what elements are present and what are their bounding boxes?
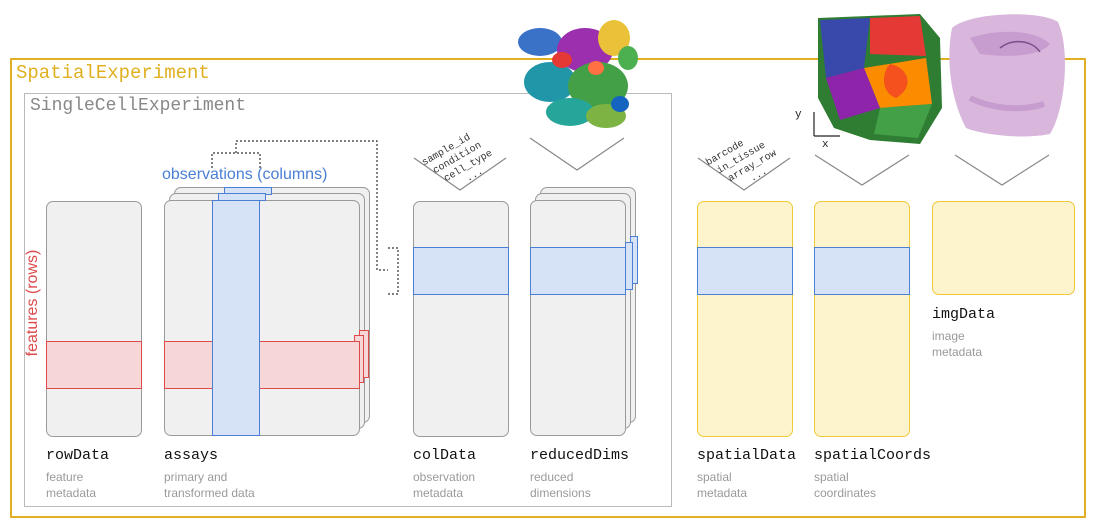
rowdata-box bbox=[46, 201, 142, 437]
spatialdata-box bbox=[697, 201, 793, 437]
observations-columns-label: observations (columns) bbox=[162, 166, 328, 183]
assays-desc: primary and transformed data bbox=[164, 470, 255, 500]
spatialcoords-observation-band bbox=[814, 247, 910, 295]
reduceddims-desc: reduced dimensions bbox=[530, 470, 591, 500]
spatialcoords-desc: spatial coordinates bbox=[814, 470, 877, 500]
umap-image bbox=[510, 12, 640, 136]
tissue-image bbox=[940, 8, 1070, 140]
spatialdata-name: spatialData bbox=[697, 447, 797, 464]
reduceddims-box-front bbox=[530, 200, 626, 436]
spatialcoords-box bbox=[814, 201, 910, 437]
single-cell-experiment-title: SingleCellExperiment bbox=[30, 96, 247, 116]
spatialcoords-name: spatialCoords bbox=[814, 447, 932, 464]
assays-observation-band bbox=[212, 200, 260, 436]
spatialcoords-axis-y: y bbox=[795, 109, 802, 121]
assays-box-front bbox=[164, 200, 360, 436]
reduceddims-name: reducedDims bbox=[530, 447, 630, 464]
spatial-spots-image bbox=[800, 8, 950, 148]
coldata-box bbox=[413, 201, 509, 437]
spatial-experiment-frame bbox=[10, 58, 1086, 518]
coldata-desc: observation metadata bbox=[413, 470, 476, 500]
imgdata-desc: image metadata bbox=[932, 329, 983, 359]
spatialcoords-axis-x: x bbox=[822, 139, 829, 151]
rowdata-name: rowData bbox=[46, 447, 110, 464]
spatialdata-observation-band bbox=[697, 247, 793, 295]
features-rows-label: features (rows) bbox=[24, 249, 41, 357]
rowdata-desc: feature metadata bbox=[46, 470, 97, 500]
rowdata-feature-band bbox=[46, 341, 142, 389]
coldata-name: colData bbox=[413, 447, 477, 464]
imgdata-box bbox=[932, 201, 1075, 295]
assays-feature-band bbox=[164, 341, 360, 389]
reduceddims-band-middle bbox=[625, 242, 633, 290]
coldata-observation-band bbox=[413, 247, 509, 295]
imgdata-name: imgData bbox=[932, 306, 996, 323]
spatial-experiment-title: SpatialExperiment bbox=[16, 62, 210, 84]
reduceddims-observation-band bbox=[530, 247, 626, 295]
single-cell-experiment-frame bbox=[24, 93, 672, 507]
assays-name: assays bbox=[164, 447, 219, 464]
spatialdata-desc: spatial metadata bbox=[697, 470, 748, 500]
